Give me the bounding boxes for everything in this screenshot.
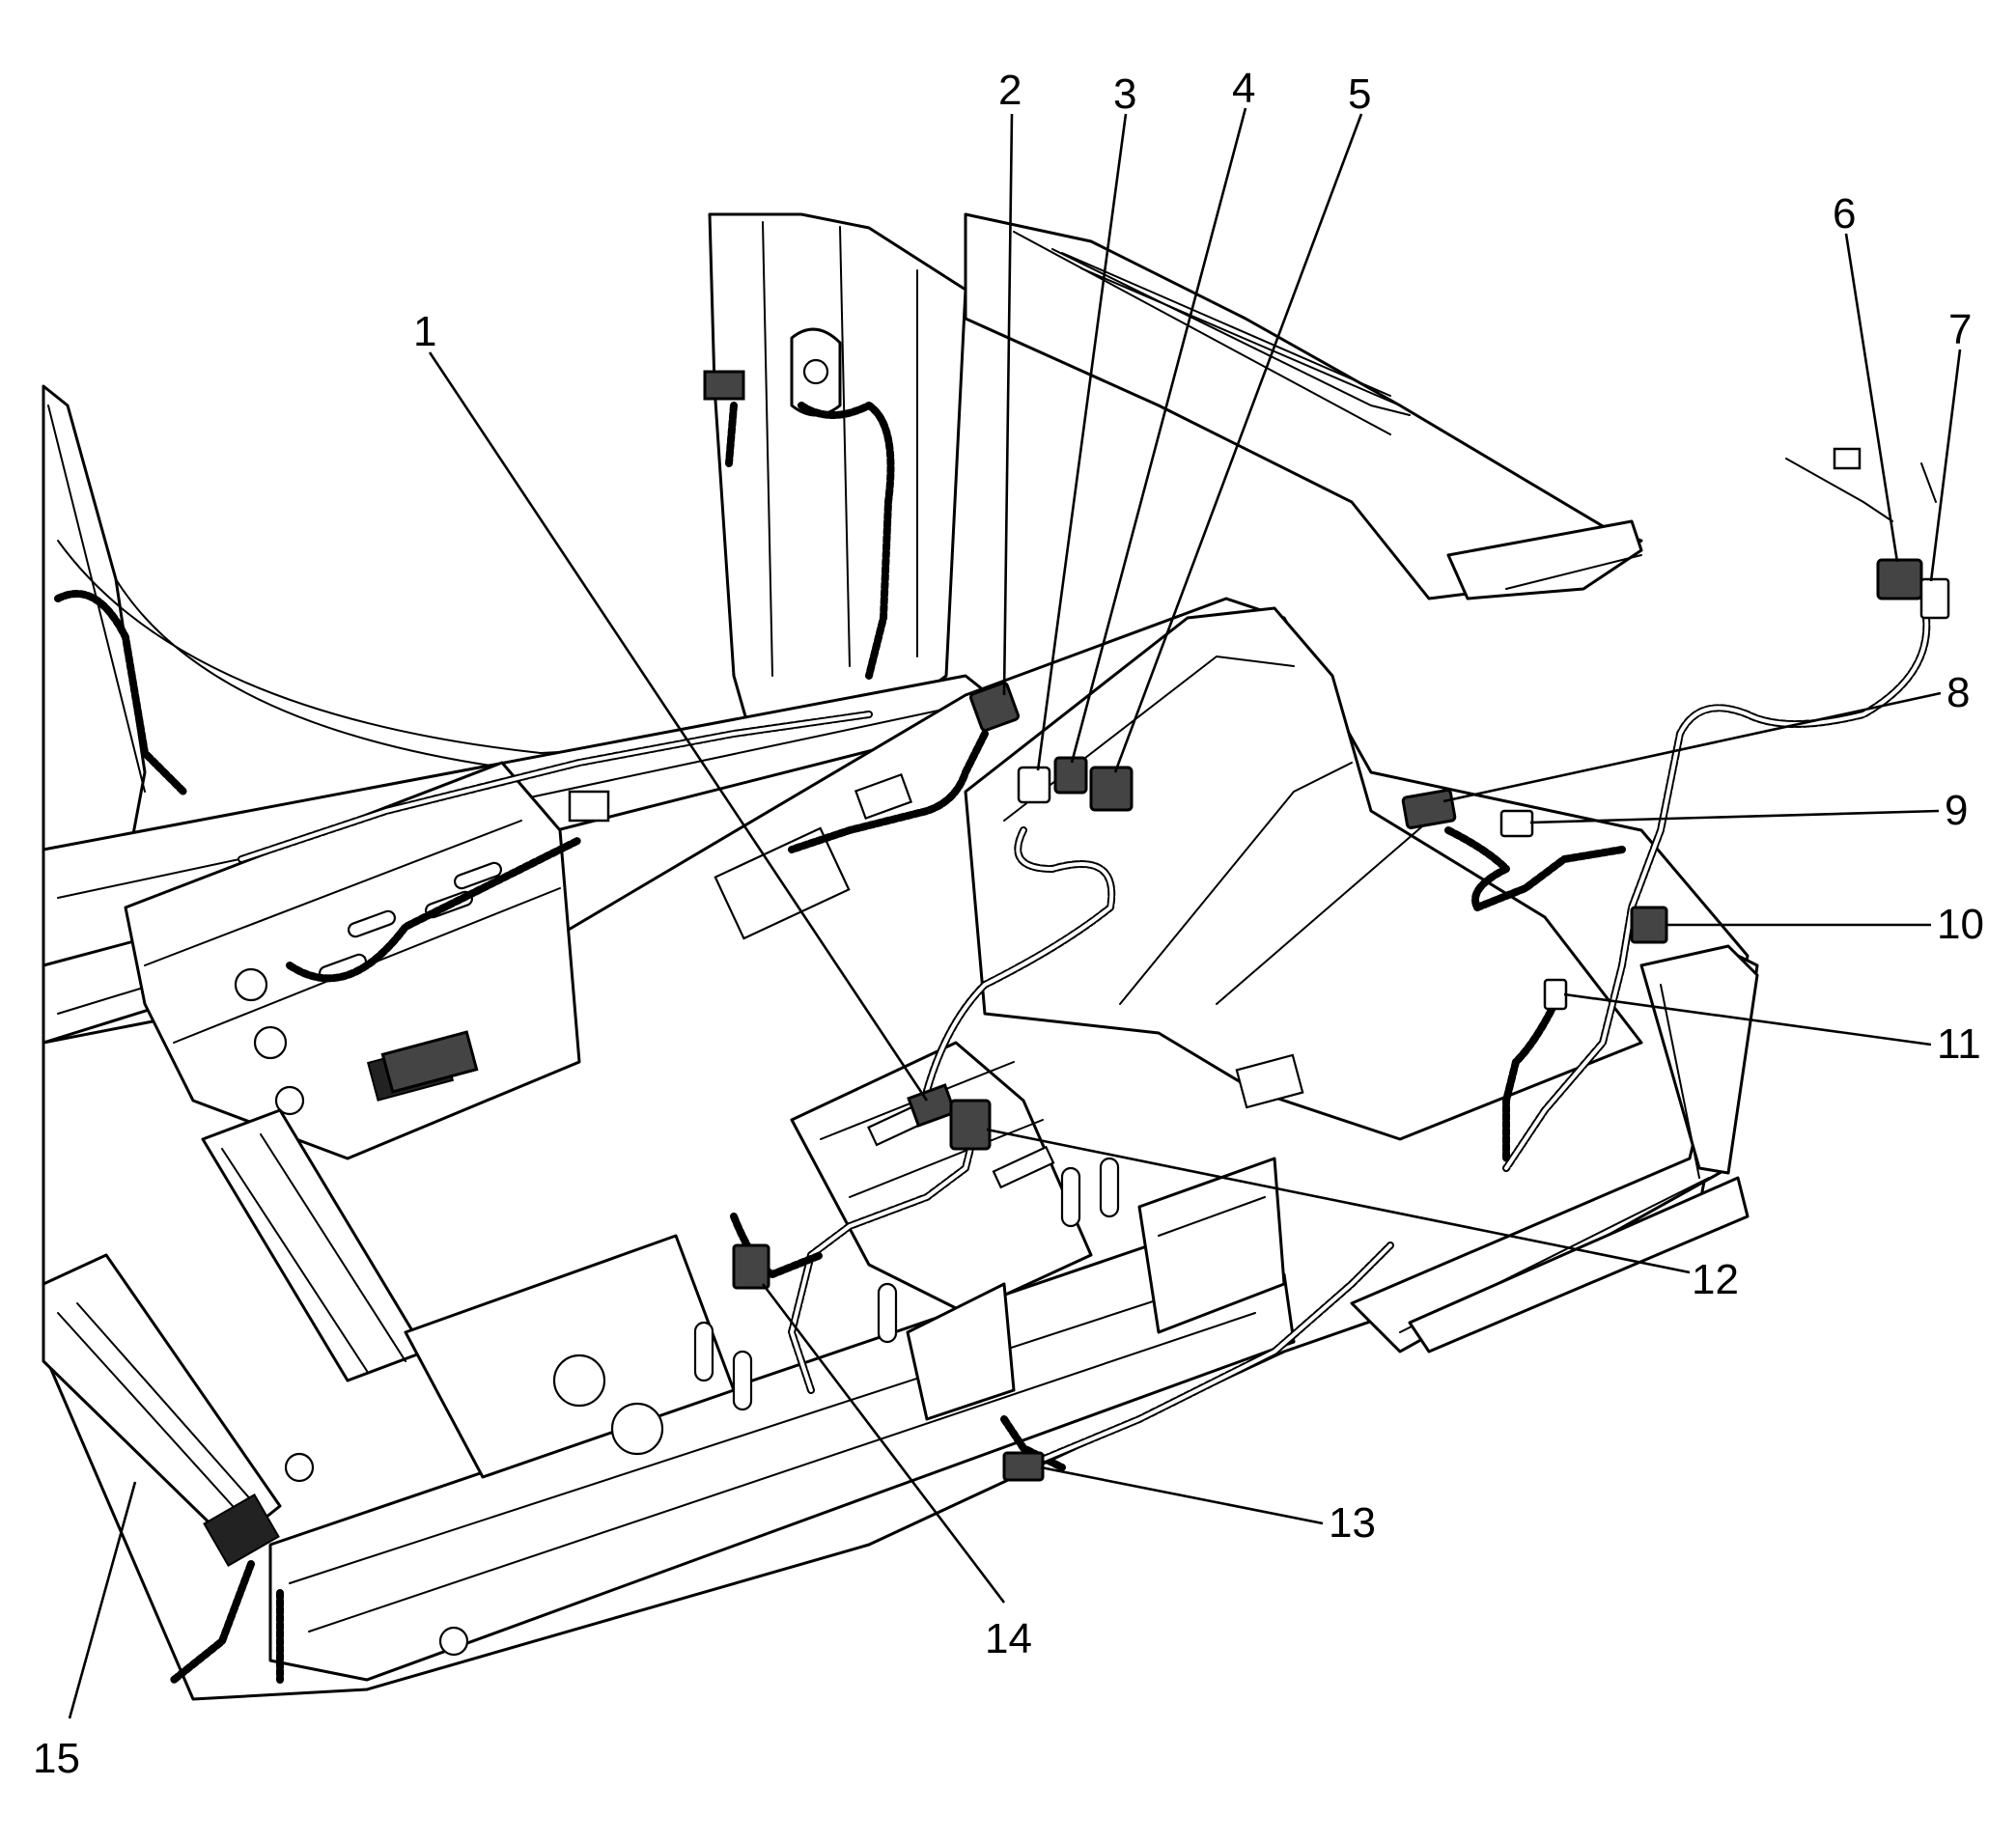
connector-12-shape [949,1099,992,1151]
connector-2-shape [968,681,1021,733]
leader-line-11 [1563,992,1932,1047]
center-console-brackets [693,1041,1286,1421]
callout-7: 7 [1948,306,1972,353]
leader-line-1 [428,351,929,1102]
leader-line-9 [1529,809,1940,824]
leader-line-13 [1040,1465,1324,1525]
leader-line-14 [761,1283,1006,1604]
connector-1-shape [907,1083,957,1128]
callout-13: 13 [1329,1499,1376,1547]
callout-14: 14 [985,1615,1032,1662]
leader-line-2 [1002,113,1014,696]
connector-14-shape [732,1243,770,1290]
leader-line-4 [1070,107,1247,764]
callout-labels: 1 2 3 4 5 6 7 8 9 10 11 12 13 14 15 [33,65,1984,1782]
wiring-harnesses [238,458,1937,1471]
dash-panel [964,212,1643,600]
leader-line-15 [68,1481,137,1719]
leader-line-3 [1036,113,1128,771]
connector-8-shape [1401,789,1457,829]
callout-3: 3 [1113,70,1136,118]
left-body-side [42,384,947,958]
callout-10: 10 [1937,901,1984,948]
leader-lines [68,107,1962,1719]
callout-12: 12 [1692,1256,1739,1303]
callout-11: 11 [1937,1020,1981,1068]
b-pillar [703,212,967,745]
connectors [380,447,1950,1482]
callout-4: 4 [1232,65,1255,112]
callout-15: 15 [33,1735,80,1782]
callout-6: 6 [1833,190,1856,237]
connector-7-shape [1919,577,1950,620]
lower-left-module [42,1253,284,1684]
connector-4-shape [1053,756,1088,795]
leader-line-8 [1442,691,1942,803]
leader-line-12 [986,1128,1691,1274]
callout-5: 5 [1348,70,1371,118]
connector-13-shape [1002,1451,1045,1482]
rear-crossmember [268,1234,1296,1682]
callout-2: 2 [998,67,1022,114]
connector-9-shape [1499,809,1534,838]
leader-line-7 [1929,349,1962,582]
connector-3-shape [1017,766,1051,804]
right-rocker-sill [1350,944,1759,1354]
leader-line-6 [1844,233,1899,563]
connector-6-shape [1876,558,1923,600]
callout-8: 8 [1946,669,1970,716]
connector-5-shape [1089,766,1134,812]
leader-line-5 [1113,113,1363,773]
connector-10-shape [1630,906,1668,944]
callout-9: 9 [1945,787,1968,834]
callout-1: 1 [413,308,436,355]
connector-11-shape [1543,978,1568,1011]
